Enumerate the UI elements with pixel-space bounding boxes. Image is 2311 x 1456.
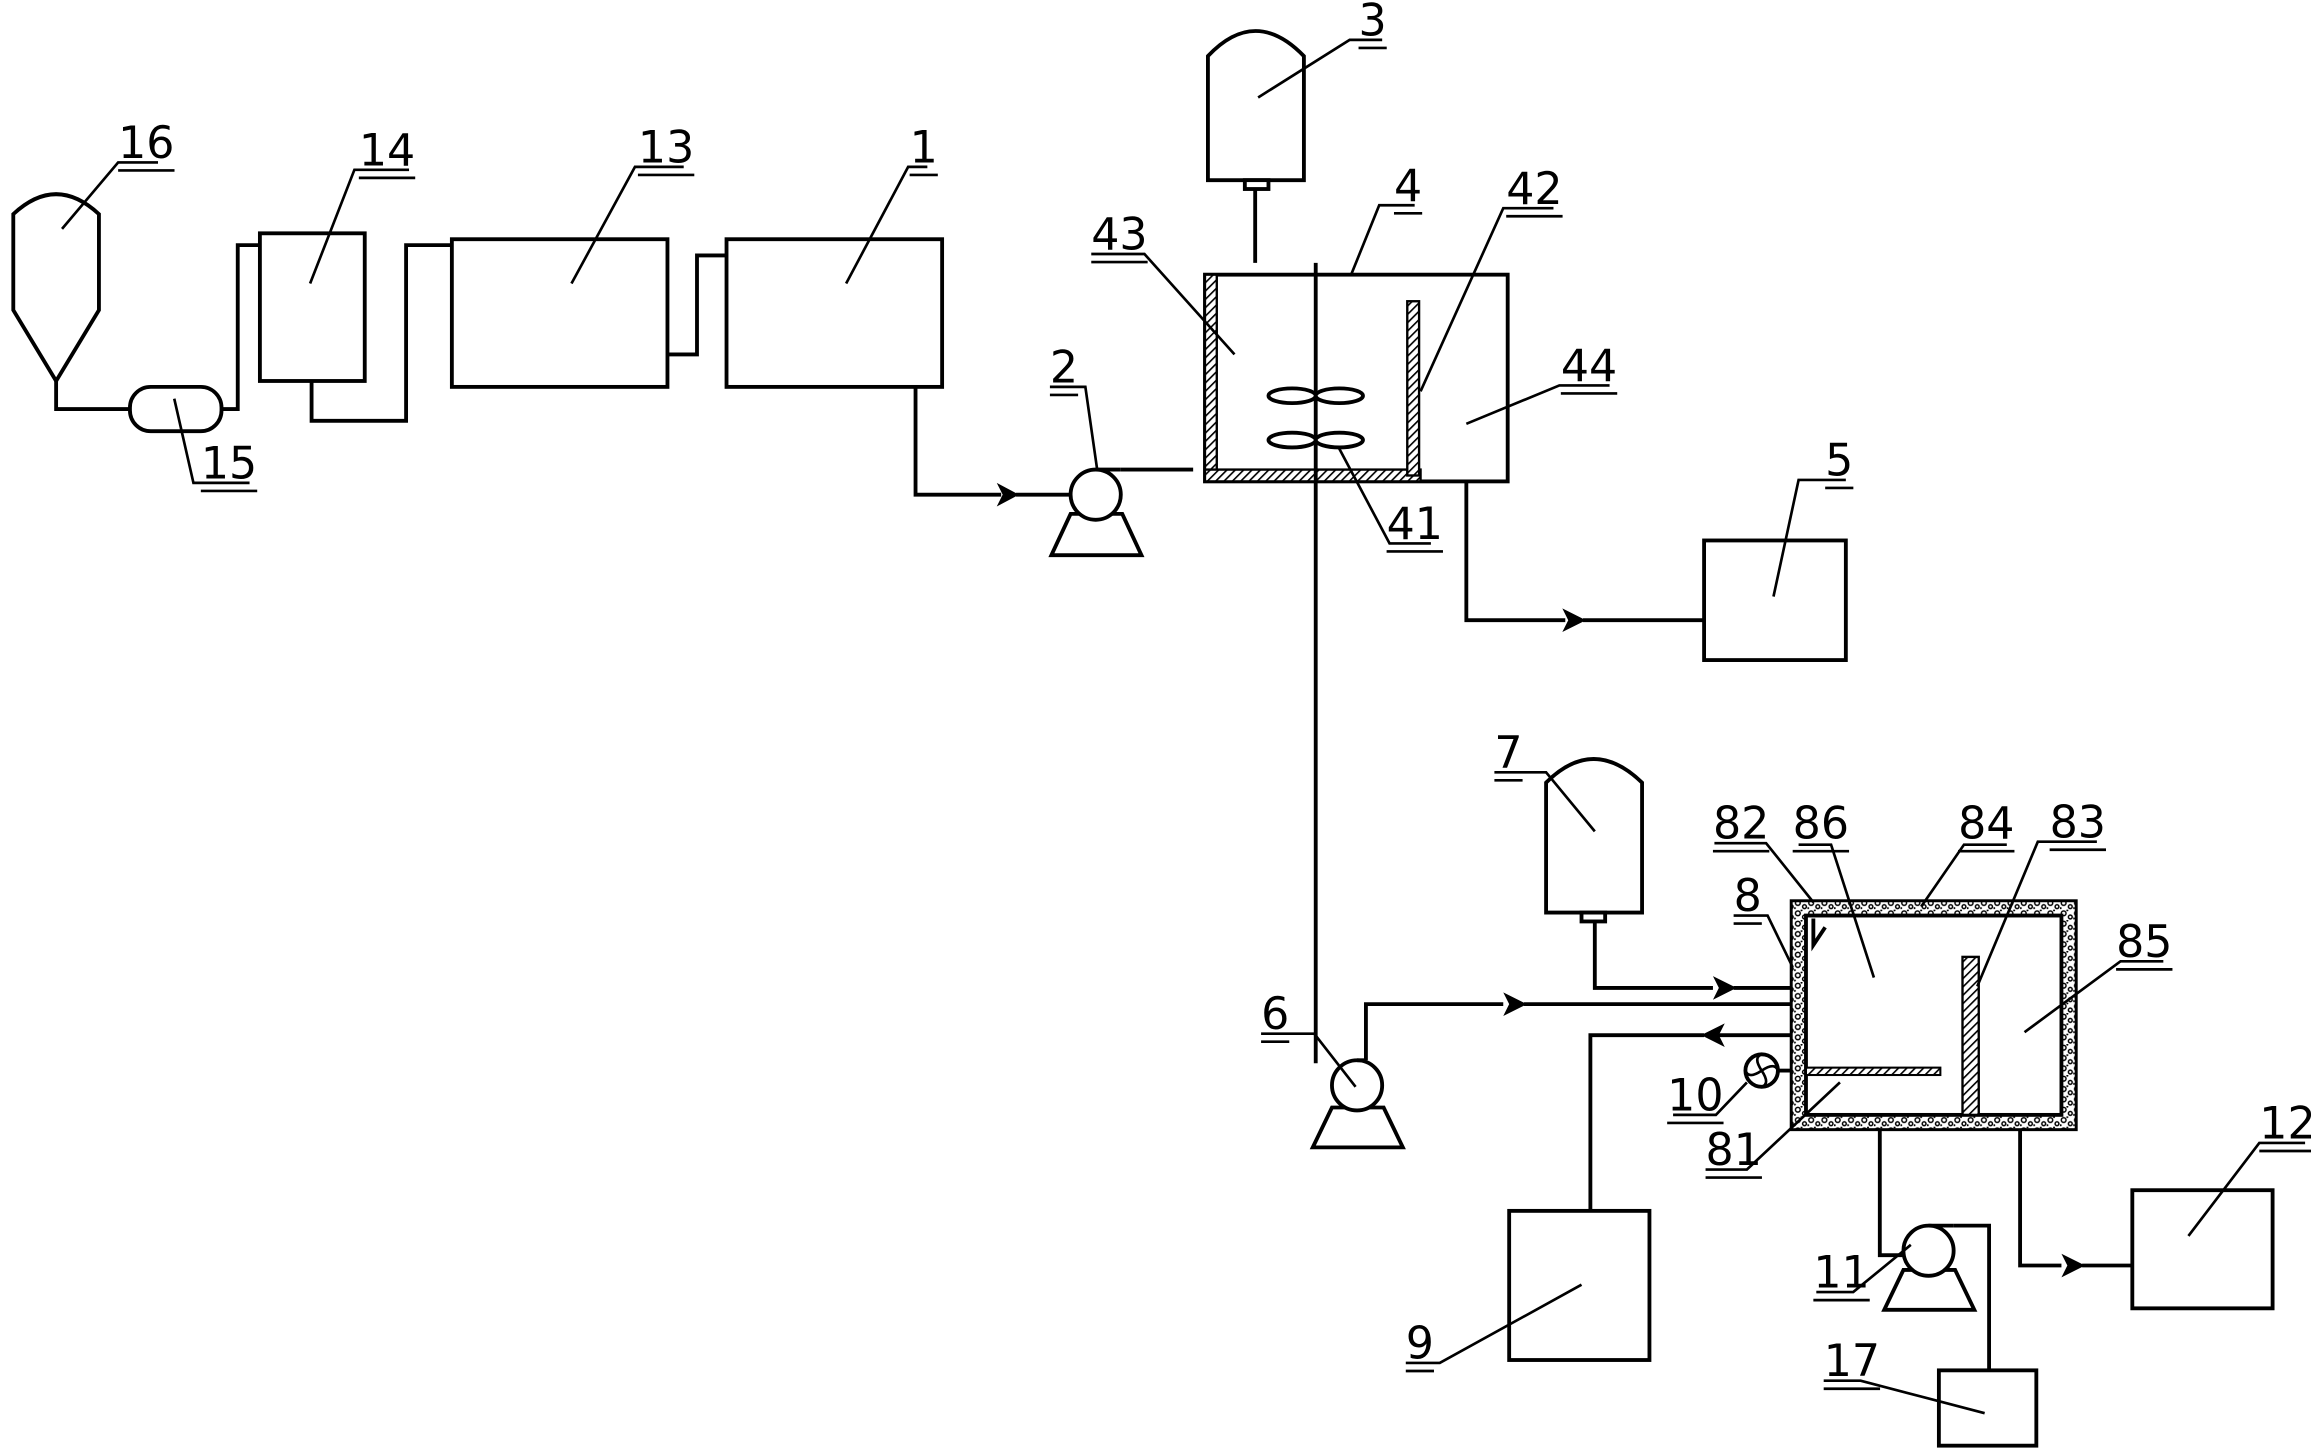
leader-lines — [61, 38, 2306, 1415]
unit-17 — [1936, 1368, 2039, 1448]
unit-1 — [724, 237, 945, 389]
label-15: 15 — [201, 438, 257, 489]
label-9: 9 — [1406, 1319, 1434, 1370]
pump-6 — [1309, 1058, 1406, 1150]
label-83: 83 — [2050, 797, 2106, 848]
dosing-tank-3 — [1206, 29, 1306, 263]
label-17: 17 — [1824, 1336, 1880, 1387]
label-14: 14 — [359, 125, 415, 176]
pump-2 — [1048, 467, 1145, 558]
label-10: 10 — [1667, 1070, 1723, 1121]
label-82: 82 — [1713, 799, 1769, 850]
pipe-1-2 — [913, 386, 1002, 497]
baffle-83 — [1961, 955, 1980, 1117]
arrow-head — [1562, 608, 1586, 633]
fan-10 — [1743, 1052, 1780, 1089]
reactor-wall-left — [1203, 273, 1218, 483]
label-1: 1 — [910, 122, 938, 173]
label-81: 81 — [1706, 1125, 1762, 1176]
pipe-6-8 — [1364, 1002, 1504, 1061]
agitator-blades-41 — [1266, 386, 1365, 450]
arrow-head — [1701, 1023, 1725, 1047]
pipe-14-13 — [309, 243, 452, 423]
pump-11 — [1881, 1223, 1978, 1312]
label-42: 42 — [1506, 164, 1562, 215]
label-5: 5 — [1825, 435, 1853, 486]
label-13: 13 — [638, 122, 694, 173]
unit-5 — [1702, 538, 1848, 662]
unit-14 — [257, 231, 367, 383]
label-6: 6 — [1261, 989, 1289, 1040]
reactor-4 — [1203, 262, 1510, 1064]
label-44: 44 — [1561, 341, 1617, 392]
reactor-8 — [1789, 899, 2078, 1132]
arrow-head — [1503, 992, 1527, 1016]
label-16: 16 — [118, 118, 174, 169]
label-84: 84 — [1958, 799, 2014, 850]
pipe-8-12 — [2018, 1129, 2062, 1268]
label-11: 11 — [1813, 1248, 1869, 1299]
unit-12 — [2130, 1188, 2275, 1311]
label-4: 4 — [1394, 161, 1422, 212]
label-7: 7 — [1494, 728, 1522, 779]
pipe-13-1 — [667, 253, 729, 357]
arrow-head — [2061, 1253, 2086, 1278]
pipe-15-14 — [221, 243, 262, 411]
pipe-8-11 — [1877, 1129, 1907, 1258]
arrow-head — [996, 482, 1019, 507]
pipe-4-5 — [1464, 481, 1566, 623]
label-41: 41 — [1387, 499, 1443, 550]
label-86: 86 — [1793, 799, 1849, 850]
plate-81 — [1804, 1066, 1942, 1077]
reference-numerals: 16 14 13 1 2 3 4 42 43 44 41 15 5 6 7 8 … — [118, 0, 2311, 1391]
unit-13 — [449, 237, 670, 389]
dosing-tank-7 — [1544, 757, 1644, 924]
label-85: 85 — [2116, 917, 2172, 968]
pipe-7-8 — [1592, 921, 1713, 990]
arrow-head — [1712, 976, 1737, 1000]
pipe-11-17 — [1953, 1223, 1992, 1371]
label-3: 3 — [1359, 0, 1387, 46]
label-8: 8 — [1734, 871, 1762, 922]
silo-16 — [11, 192, 101, 385]
reactor-floor — [1203, 468, 1422, 483]
nozzle — [1811, 918, 1827, 952]
baffle-42 — [1406, 300, 1421, 477]
label-2: 2 — [1050, 342, 1078, 393]
pipe-16-15 — [54, 380, 133, 411]
label-12: 12 — [2259, 1099, 2311, 1150]
label-43: 43 — [1091, 210, 1147, 261]
